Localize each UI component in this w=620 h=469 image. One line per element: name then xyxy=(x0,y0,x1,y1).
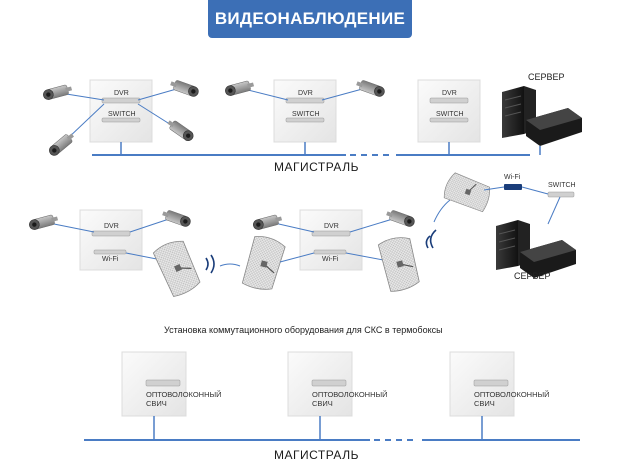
fiber-switch-label: ОПТОВОЛОКОННЫЙ СВИЧ xyxy=(312,390,388,408)
wifi-signal-icon xyxy=(205,254,215,274)
camera-icon xyxy=(27,213,60,232)
camera-icon xyxy=(46,130,77,158)
page-title: ВИДЕОНАБЛЮДЕНИЕ xyxy=(208,0,412,38)
wifi-label: Wi-Fi xyxy=(102,256,119,263)
switch-label: SWITCH xyxy=(108,111,136,118)
camera-icon xyxy=(354,78,387,99)
fiber-switch-label-line2: СВИЧ xyxy=(474,399,495,408)
wifi-device-1 xyxy=(93,249,127,255)
backbone-label: МАГИСТРАЛЬ xyxy=(274,160,359,174)
dvr-switch-box-2 xyxy=(273,79,337,143)
dvr-label: DVR xyxy=(298,90,313,97)
camera-icon xyxy=(168,78,201,99)
fiber-switch-label-line1: ОПТОВОЛОКОННЫЙ xyxy=(146,390,222,399)
dvr-label: DVR xyxy=(324,223,339,230)
camera-icon xyxy=(160,208,193,229)
switch-device-3 xyxy=(429,117,469,123)
dvr-wifi-box-1 xyxy=(79,209,143,271)
dvr-label: DVR xyxy=(114,90,129,97)
fiber-switch-label-line2: СВИЧ xyxy=(146,399,167,408)
remote-switch-label: SWITCH xyxy=(548,182,576,189)
switch-label: SWITCH xyxy=(436,111,464,118)
dvr-switch-box-3 xyxy=(417,79,481,143)
wifi-label: Wi-Fi xyxy=(322,256,339,263)
wifi-device-2 xyxy=(313,249,347,255)
fiber-switch-device-3 xyxy=(473,379,509,387)
switch-device-2 xyxy=(285,117,325,123)
fiber-switch-label-line1: ОПТОВОЛОКОННЫЙ xyxy=(474,390,550,399)
camera-icon xyxy=(251,213,284,232)
wifi-dish-icon xyxy=(241,233,287,294)
dvr-label: DVR xyxy=(104,223,119,230)
server-icon xyxy=(502,86,582,146)
switch-device-1 xyxy=(101,117,141,123)
server-label: СЕРВЕР xyxy=(528,72,565,82)
dvr-label: DVR xyxy=(442,90,457,97)
dvr-device-2 xyxy=(285,97,325,104)
dvr-device-5 xyxy=(311,230,351,237)
remote-wifi-device xyxy=(504,184,522,190)
backbone-label: МАГИСТРАЛЬ xyxy=(274,448,359,462)
link-arrow-icon xyxy=(219,263,241,267)
wifi-dish-icon xyxy=(377,233,423,294)
fiber-switch-label: ОПТОВОЛОКОННЫЙ СВИЧ xyxy=(146,390,222,408)
dvr-wifi-box-2 xyxy=(299,209,363,271)
dvr-device-4 xyxy=(91,230,131,237)
server-label: СЕРВЕР xyxy=(514,271,551,281)
link-arrow-icon xyxy=(433,199,451,223)
fiber-switch-device-1 xyxy=(145,379,181,387)
camera-icon xyxy=(41,83,74,102)
remote-switch-device xyxy=(547,191,575,198)
wifi-dish-icon xyxy=(441,170,494,213)
wifi-dish-icon xyxy=(151,236,204,299)
wifi-signal-icon xyxy=(425,229,437,249)
remote-wifi-label: Wi-Fi xyxy=(504,174,521,181)
switch-label: SWITCH xyxy=(292,111,320,118)
dvr-device-3 xyxy=(429,97,469,104)
camera-icon xyxy=(165,117,196,144)
dvr-device-1 xyxy=(101,97,141,104)
camera-icon xyxy=(384,208,417,229)
fiber-switch-label-line2: СВИЧ xyxy=(312,399,333,408)
fiber-switch-label: ОПТОВОЛОКОННЫЙ СВИЧ xyxy=(474,390,550,408)
server-icon xyxy=(496,220,576,278)
section-caption: Установка коммутационного оборудования д… xyxy=(164,325,443,335)
fiber-switch-label-line1: ОПТОВОЛОКОННЫЙ xyxy=(312,390,388,399)
camera-icon xyxy=(223,79,256,98)
fiber-switch-device-2 xyxy=(311,379,347,387)
